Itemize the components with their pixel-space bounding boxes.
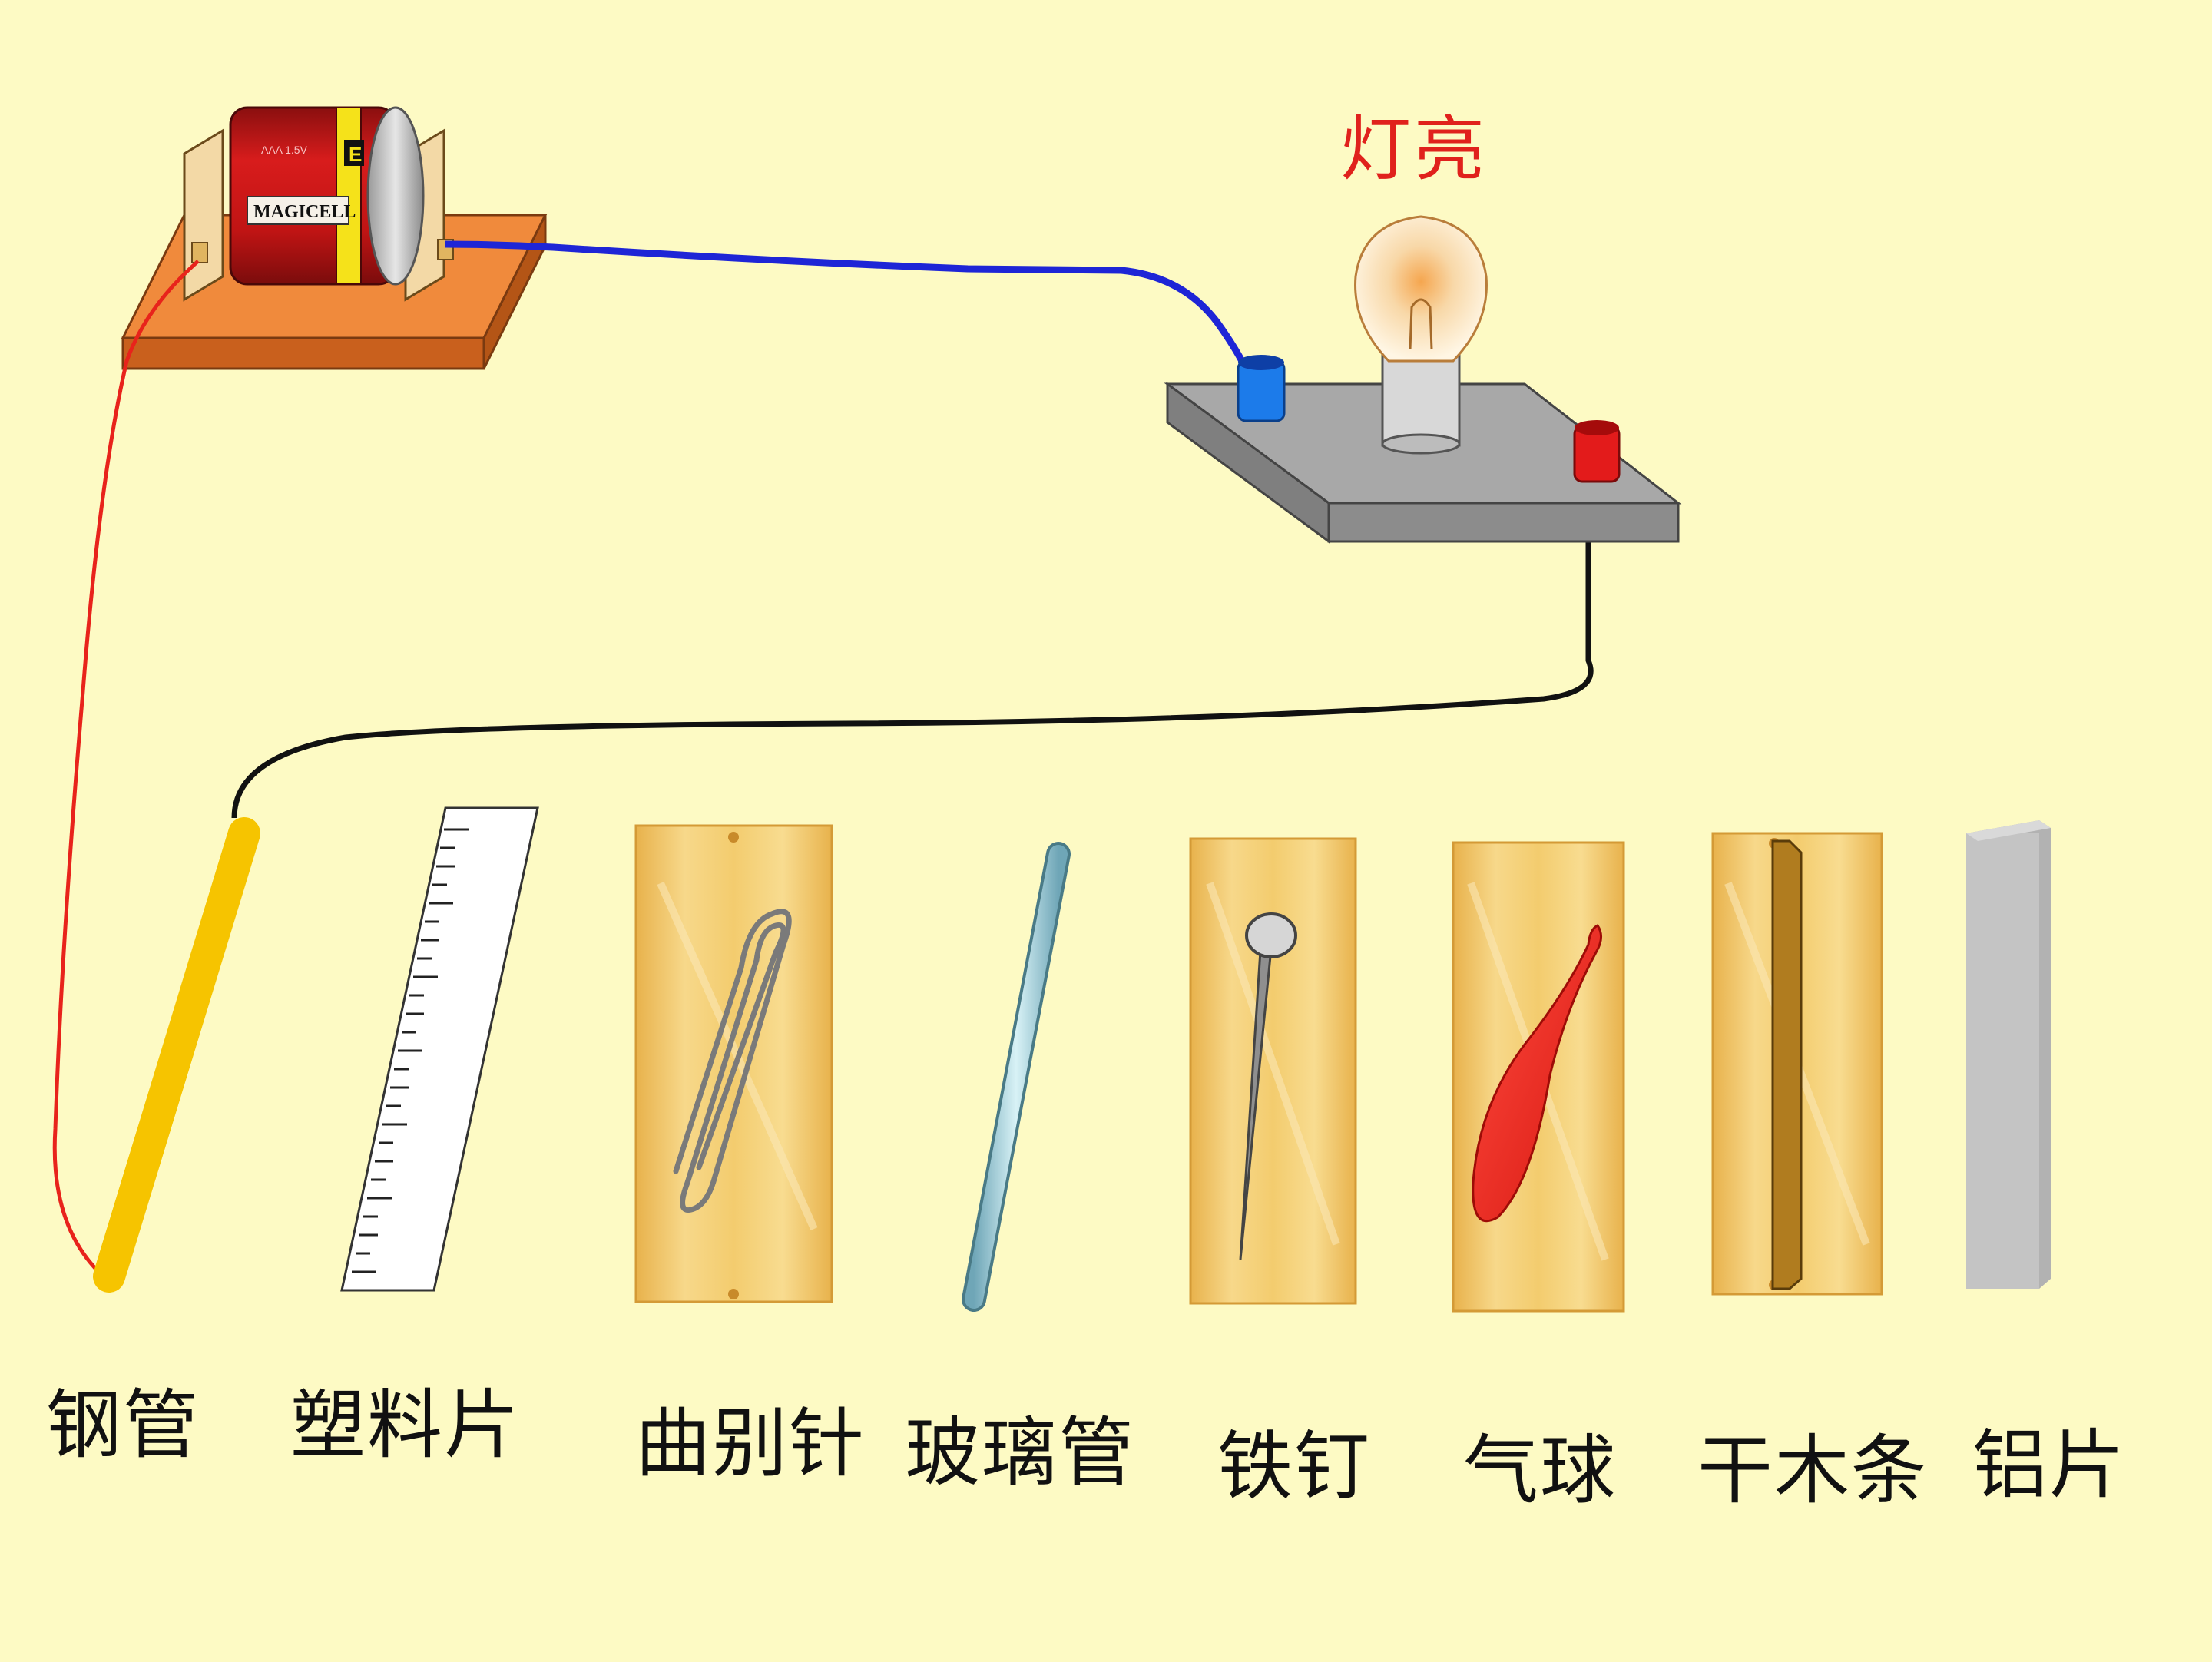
red-wire xyxy=(52,260,200,1280)
battery-base-side xyxy=(121,336,485,370)
nail-head xyxy=(1245,912,1297,958)
label-steel-tube: 钢管 xyxy=(46,1382,200,1469)
balloon-card xyxy=(1452,841,1625,1313)
lamp-board xyxy=(1164,215,1682,544)
dry-wood-strip xyxy=(1771,839,1803,1290)
bulb-filament xyxy=(1409,298,1433,350)
lamp-socket xyxy=(1381,352,1461,447)
red-terminal-top xyxy=(1575,420,1619,435)
battery-holder: E AAA 1.5V MAGICELL xyxy=(121,106,548,370)
battery-terminal-mark-box xyxy=(344,140,364,166)
label-balloon: 气球 xyxy=(1463,1427,1618,1515)
blue-terminal-top xyxy=(1238,355,1284,370)
battery-brand-box xyxy=(247,196,349,225)
battery-clip-left xyxy=(183,128,224,302)
battery-brand: MAGICELL xyxy=(253,202,356,222)
label-aluminum-sheet: 铝片 xyxy=(1972,1422,2127,1509)
label-paper-clip: 曲别针 xyxy=(635,1400,866,1488)
black-wire xyxy=(231,468,1594,819)
label-iron-nail: 铁钉 xyxy=(1217,1423,1372,1511)
aluminum-sheet xyxy=(1966,820,2051,1289)
paper-clip-card xyxy=(634,824,833,1303)
steel-tube xyxy=(93,817,260,1293)
battery-cap xyxy=(366,106,425,286)
wood-strip-card xyxy=(1711,832,1883,1296)
lamp-socket-bottom xyxy=(1381,433,1461,455)
lamp-status-text: 灯亮 xyxy=(1340,108,1488,190)
balloon xyxy=(1472,924,1602,1223)
blue-wire xyxy=(445,240,1250,370)
paper-clip xyxy=(673,909,792,1213)
battery-terminal-mark: E xyxy=(349,143,362,166)
label-plastic-sheet: 塑料片 xyxy=(290,1382,522,1469)
light-bulb xyxy=(1354,215,1488,363)
lamp-board-front xyxy=(1327,502,1680,543)
lamp-board-side xyxy=(1166,382,1330,544)
plastic-ruler xyxy=(340,806,539,1292)
battery-small-text: AAA 1.5V xyxy=(261,144,308,156)
label-dry-wood-strip: 干木条 xyxy=(1697,1427,1929,1515)
iron-nail-card xyxy=(1189,837,1357,1305)
glass-tube-highlight xyxy=(965,845,1068,1309)
label-glass-tube: 玻璃管 xyxy=(905,1409,1136,1497)
battery-screw-left xyxy=(191,242,208,263)
